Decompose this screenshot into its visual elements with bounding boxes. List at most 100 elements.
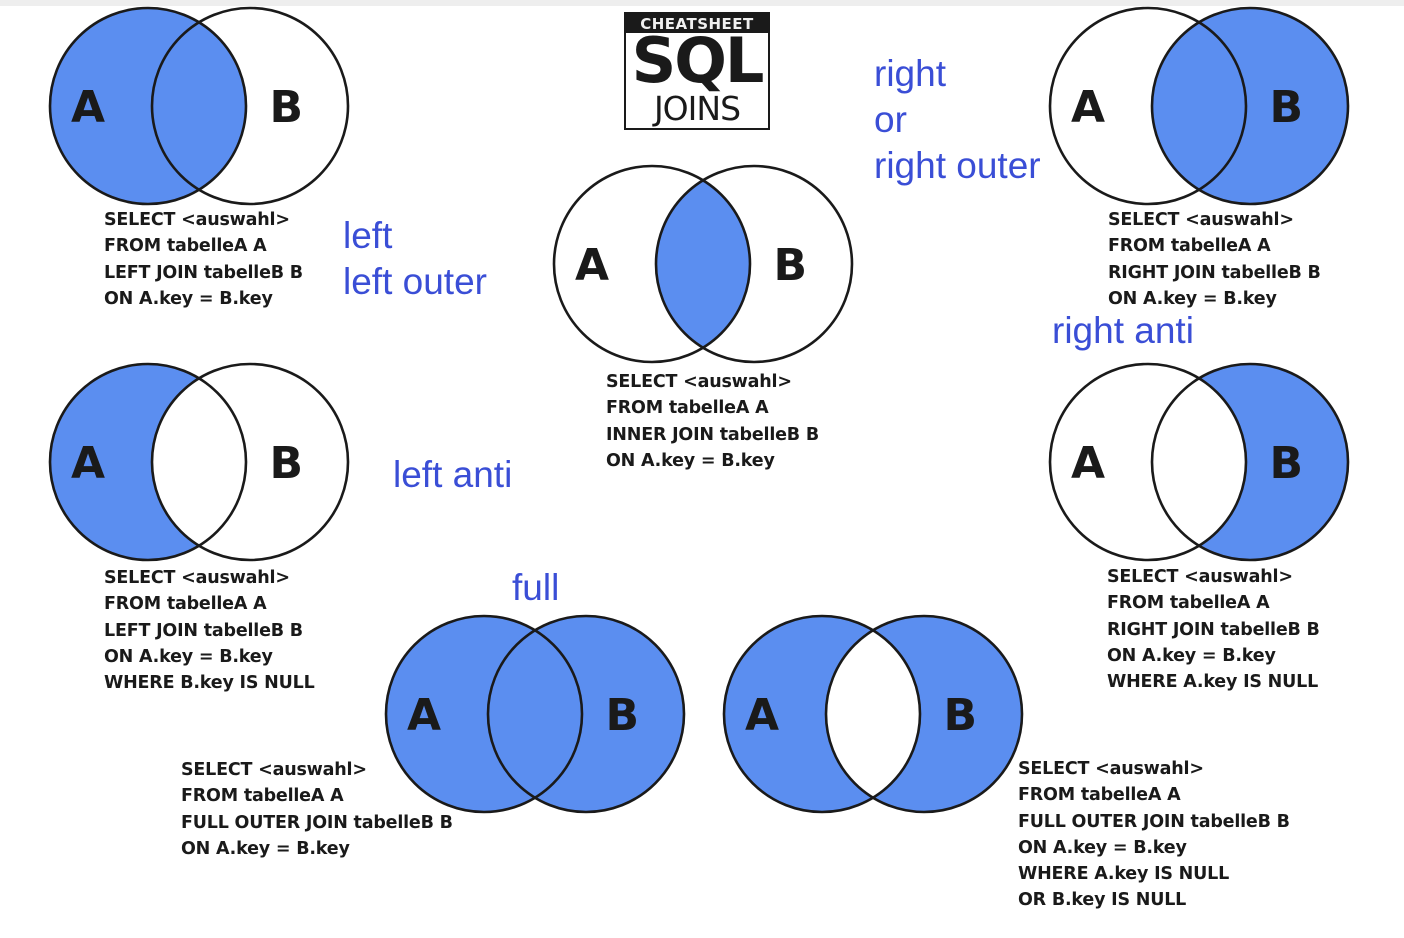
left-join-label-a: A — [71, 82, 105, 133]
annotation-line: right anti — [1052, 310, 1194, 351]
sql-line: LEFT JOIN tabelleB B — [104, 262, 303, 283]
right-join-annotation: right or right outer — [874, 51, 1041, 189]
full-anti-join-sql: SELECT <auswahl> FROM tabelleA A FULL OUTE… — [1018, 756, 1290, 914]
left-join-region-1 — [152, 22, 246, 190]
left-anti-join-label-b: B — [269, 438, 303, 489]
annotation-line: full — [512, 567, 560, 608]
inner-join-circle-b — [654, 164, 854, 364]
top-border — [0, 0, 1404, 6]
left-anti-join-sql: SELECT <auswahl> FROM tabelleA A LEFT JOIN… — [104, 565, 315, 696]
sql-line: RIGHT JOIN tabelleB B — [1107, 619, 1320, 640]
sql-line: FROM tabelleA A — [1107, 593, 1270, 614]
sql-line: ON A.key = B.key — [606, 450, 775, 471]
sql-line: SELECT <auswahl> — [104, 210, 290, 230]
annotation-line: or — [874, 99, 907, 140]
sql-line: FROM tabelleA A — [1108, 236, 1271, 257]
sql-line: INNER JOIN tabelleB B — [606, 424, 819, 445]
left-anti-join-circle-b — [150, 362, 350, 562]
logo-sub-text: JOINS — [653, 89, 741, 128]
right-join-sql: SELECT <auswahl> FROM tabelleA A RIGHT JOI… — [1108, 207, 1321, 312]
annotation-line: right — [874, 53, 946, 94]
sql-line: ON A.key = B.key — [1108, 288, 1277, 309]
sql-line: FROM tabelleA A — [181, 786, 344, 807]
sql-line: WHERE B.key IS NULL — [104, 673, 315, 694]
right-join-label-b: B — [1269, 82, 1303, 133]
full-join-region-1 — [535, 615, 685, 812]
full-anti-join-circle-b — [824, 614, 1024, 814]
left-join-label-b: B — [269, 82, 303, 133]
inner-join-label-a: A — [575, 240, 609, 291]
inner-join-region-0 — [655, 180, 750, 348]
left-join-sql: SELECT <auswahl> FROM tabelleA A LEFT JOIN… — [104, 207, 303, 312]
sql-line: FROM tabelleA A — [606, 398, 769, 419]
sql-line: ON A.key = B.key — [1107, 645, 1276, 666]
full-join-region-0 — [385, 615, 535, 812]
sql-line: WHERE A.key IS NULL — [1018, 864, 1230, 885]
inner-join-label-b: B — [773, 240, 807, 291]
left-anti-join-label-a: A — [71, 438, 105, 489]
sql-line: FROM tabelleA A — [104, 594, 267, 615]
full-anti-join-label-b: B — [943, 690, 977, 741]
full-anti-join-label-a: A — [745, 690, 779, 741]
sql-line: SELECT <auswahl> — [1018, 759, 1204, 779]
full-anti-join-circle-a — [722, 614, 922, 814]
full-anti-join-region-0 — [723, 616, 873, 813]
sql-line: FROM tabelleA A — [104, 236, 267, 257]
sql-line: FULL OUTER JOIN tabelleB B — [181, 812, 453, 833]
logo-top-text: CHEATSHEET — [640, 15, 754, 33]
sql-line: FULL OUTER JOIN tabelleB B — [1018, 811, 1290, 832]
logo-banner — [626, 14, 768, 33]
sql-line: ON A.key = B.key — [104, 288, 273, 309]
sql-line: WHERE A.key IS NULL — [1107, 672, 1319, 693]
left-anti-join-region-0 — [49, 363, 200, 560]
full-join-label-b: B — [605, 690, 639, 741]
annotation-line: right outer — [874, 145, 1041, 186]
sql-line: LEFT JOIN tabelleB B — [104, 620, 303, 641]
right-anti-join-region-0 — [1199, 363, 1348, 560]
full-join-region-2 — [488, 630, 582, 798]
inner-join-circle-a — [552, 164, 752, 364]
right-join-label-a: A — [1071, 82, 1105, 133]
left-join-circle-b — [150, 6, 350, 206]
sql-line: SELECT <auswahl> — [606, 372, 792, 392]
cheatsheet-logo: CHEATSHEET SQL JOINS — [624, 12, 770, 130]
right-join-region-1 — [1152, 22, 1246, 190]
left-anti-join-annotation: left anti — [393, 452, 512, 498]
sql-line: ON A.key = B.key — [181, 838, 350, 859]
annotation-line: left — [343, 215, 393, 256]
left-anti-join-circle-a — [48, 362, 248, 562]
left-join-region-0 — [49, 7, 200, 204]
sql-line: RIGHT JOIN tabelleB B — [1108, 262, 1321, 283]
inner-join-sql: SELECT <auswahl> FROM tabelleA A INNER JOI… — [606, 369, 819, 474]
sql-line: SELECT <auswahl> — [104, 568, 290, 588]
full-join-label-a: A — [407, 690, 441, 741]
logo-main-text: SQL — [631, 24, 765, 97]
full-anti-join-region-1 — [873, 616, 1022, 813]
full-join-circle-b — [486, 614, 686, 814]
right-join-circle-a — [1048, 6, 1248, 206]
right-join-region-0 — [1199, 7, 1348, 204]
right-anti-join-circle-a — [1048, 362, 1248, 562]
full-join-circle-a — [384, 614, 584, 814]
sql-line: ON A.key = B.key — [1018, 837, 1187, 858]
right-anti-join-circle-b — [1150, 362, 1350, 562]
annotation-line: left anti — [393, 454, 513, 495]
right-join-circle-b — [1150, 6, 1350, 206]
sql-line: SELECT <auswahl> — [1107, 567, 1293, 587]
sql-line: OR B.key IS NULL — [1018, 890, 1187, 911]
right-anti-join-annotation: right anti — [1052, 308, 1194, 354]
right-anti-join-sql: SELECT <auswahl> FROM tabelleA A RIGHT JOI… — [1107, 564, 1320, 695]
sql-line: SELECT <auswahl> — [1108, 210, 1294, 230]
right-anti-join-label-b: B — [1269, 438, 1303, 489]
sql-line: FROM tabelleA A — [1018, 785, 1181, 806]
